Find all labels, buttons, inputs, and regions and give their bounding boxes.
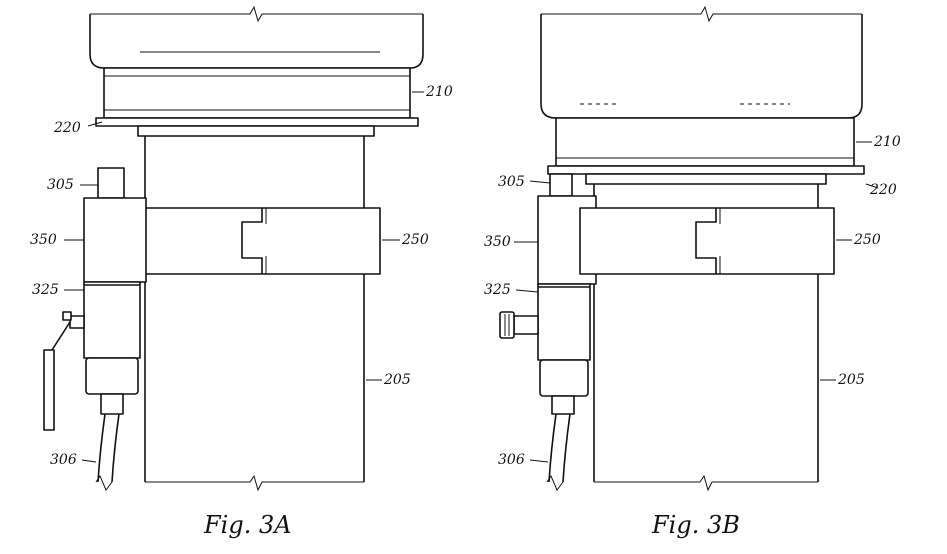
- flange-220-b: [547, 165, 865, 175]
- label-305-b: 305: [498, 174, 525, 190]
- label-350-b: 350: [484, 234, 511, 250]
- hose-fitting: [100, 393, 124, 415]
- label-220-a: 220: [53, 120, 81, 136]
- adapter-ring: [137, 125, 375, 137]
- adapter-ring-b: [585, 173, 827, 185]
- valve-body-350: [83, 197, 147, 283]
- hose-306: [97, 413, 120, 483]
- hose-306-b: [548, 413, 571, 483]
- stem-305-b: [549, 173, 573, 197]
- label-210-b: 210: [873, 134, 901, 150]
- coupling-250: [129, 207, 381, 275]
- break-line-bottom-b: [594, 474, 818, 492]
- coupling-250-b: [579, 207, 835, 275]
- label-250-b: 250: [853, 232, 881, 248]
- figure-3b: 210 220 305 350 250 325 205 306 Fig. 3B: [484, 5, 901, 539]
- stem-305: [97, 167, 125, 199]
- break-line-top-b: [541, 5, 862, 23]
- handle-screw: [62, 311, 72, 321]
- label-306-b: 306: [498, 452, 525, 468]
- figure-3a: 210 220 305 350 250 325 205 306 Fig. 3A: [30, 5, 453, 539]
- collar-210-b: [555, 117, 855, 167]
- coupling-joint-b: [695, 208, 717, 274]
- hose-fitting-b: [551, 395, 575, 415]
- label-350-a: 350: [30, 232, 57, 248]
- break-line-top-a: [90, 5, 423, 23]
- label-220-b: 220: [869, 182, 897, 198]
- valve-nut: [85, 357, 139, 395]
- coupling-joint-a: [241, 208, 263, 274]
- flange-220: [95, 117, 419, 127]
- valve-body-325-b: [537, 283, 591, 361]
- handle-lever: [43, 349, 55, 431]
- handle-pivot: [69, 315, 85, 329]
- label-306-a: 306: [50, 452, 77, 468]
- upper-cup-outline-b: [540, 14, 863, 119]
- handle-arm: [51, 321, 71, 351]
- pipe-205: [144, 136, 365, 482]
- side-connector-cap: [499, 311, 515, 339]
- label-250-a: 250: [401, 232, 429, 248]
- label-325-a: 325: [32, 282, 59, 298]
- valve-body-325: [83, 281, 141, 359]
- caption-fig-3a: Fig. 3A: [203, 511, 292, 539]
- caption-fig-3b: Fig. 3B: [651, 511, 740, 539]
- break-line-bottom-a: [145, 474, 364, 492]
- valve-nut-b: [539, 359, 589, 397]
- label-325-b: 325: [484, 282, 511, 298]
- label-205-a: 205: [383, 372, 411, 388]
- side-connector: [513, 315, 539, 335]
- label-305-a: 305: [47, 177, 74, 193]
- label-205-b: 205: [837, 372, 865, 388]
- upper-cup-outline: [89, 14, 424, 69]
- label-210-a: 210: [425, 84, 453, 100]
